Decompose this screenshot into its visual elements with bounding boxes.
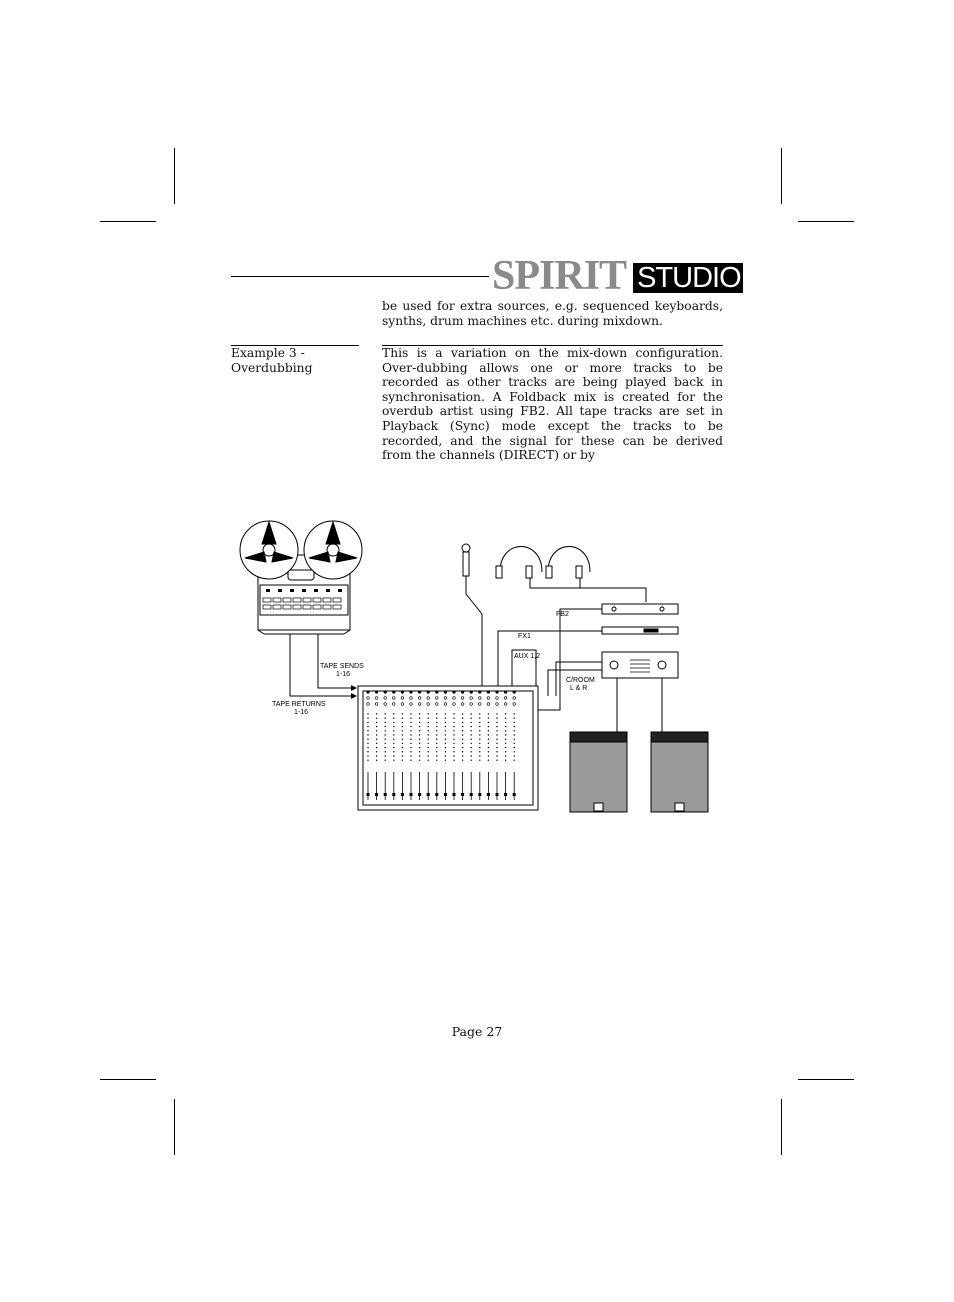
crop-mark: [174, 148, 175, 204]
channel-strip: [392, 690, 396, 800]
overdubbing-diagram: TAPE SENDS 1-16 TAPE RETURNS 1-16 FB2 FX…: [239, 520, 709, 813]
crop-mark: [781, 1099, 782, 1155]
channel-strip: [478, 690, 482, 800]
label-aux: AUX 1,2: [514, 653, 540, 660]
channel-strip: [366, 690, 370, 800]
continuation-paragraph: be used for extra sources, e.g. sequence…: [382, 299, 723, 328]
crop-mark: [798, 221, 854, 222]
logo-spirit-text: SPIRIT: [492, 253, 627, 299]
channel-strip: [375, 690, 379, 800]
label-tape-sends: TAPE SENDS: [320, 663, 364, 670]
channel-strip: [443, 690, 447, 800]
spirit-studio-logo: SPIRIT STUDIO: [492, 253, 743, 299]
tape-machine: [239, 520, 363, 635]
label-croom: C/ROOM: [566, 677, 595, 684]
section-rule: [231, 345, 359, 346]
crop-mark: [798, 1079, 854, 1080]
channel-strip: [486, 690, 491, 800]
channel-strip: [495, 690, 499, 800]
label-tape-sends-range: 1-16: [336, 671, 350, 678]
headphone-amp: [601, 603, 679, 615]
channel-strip: [452, 690, 456, 800]
label-tape-returns-range: 1-16: [294, 709, 308, 716]
channel-strip: [409, 690, 413, 800]
channel-strip: [418, 690, 422, 800]
section-rule: [382, 345, 723, 346]
section-heading-line1: Example 3 -: [231, 346, 305, 360]
channel-strip: [435, 690, 439, 800]
mixer-channel-strips: [366, 690, 516, 800]
page-number: Page 27: [451, 1024, 503, 1039]
logo-studio-text: STUDIO: [633, 262, 743, 293]
channel-strip: [512, 690, 516, 800]
section-body: This is a variation on the mix-down conf…: [382, 346, 723, 463]
effects-unit: [601, 626, 679, 635]
headphones: [495, 546, 647, 602]
section-heading: Example 3 - Overdubbing: [231, 346, 371, 375]
channel-strip: [469, 690, 473, 800]
label-fx1: FX1: [518, 633, 531, 640]
channel-strip: [426, 690, 430, 800]
microphone: [461, 543, 483, 696]
power-amp: [601, 651, 679, 679]
channel-strip: [383, 690, 387, 800]
crop-mark: [100, 1079, 156, 1080]
channel-strip: [400, 690, 404, 800]
crop-mark: [100, 221, 156, 222]
channel-strip: [504, 690, 508, 800]
mixing-console: [357, 685, 539, 811]
channel-strip: [461, 690, 465, 800]
crop-mark: [174, 1099, 175, 1155]
crop-mark: [781, 148, 782, 204]
label-croom-lr: L & R: [570, 685, 587, 692]
section-heading-line2: Overdubbing: [231, 360, 313, 375]
header-rule: [231, 276, 489, 277]
label-tape-returns: TAPE RETURNS: [272, 701, 326, 708]
speaker-right: [650, 678, 709, 813]
speaker-left: [569, 678, 628, 813]
label-fb2: FB2: [556, 611, 569, 618]
